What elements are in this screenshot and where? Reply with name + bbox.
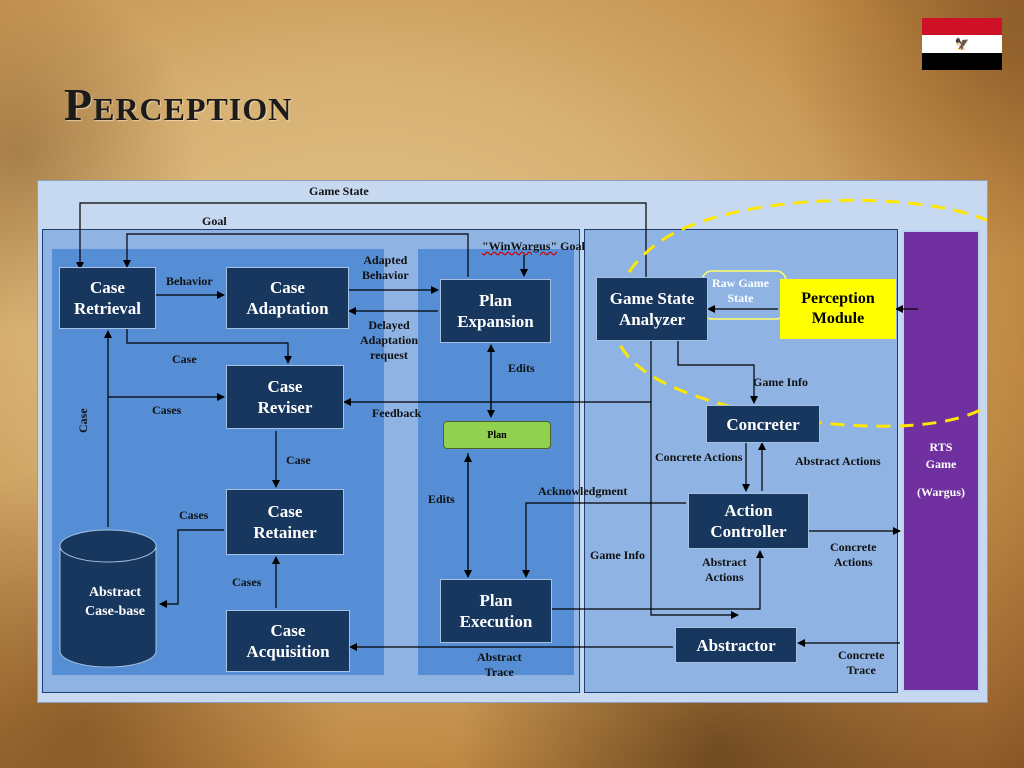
winwargus-goal-word: Goal [560,239,585,253]
case-vertical-label: Case [76,408,90,433]
concrete-actions-label-1: Concrete Actions [655,450,743,464]
action-controller-box: Action Controller [688,493,809,549]
game-info-label-2: Game Info [590,548,645,562]
abstract-actions-label-1: Abstract Actions [795,454,881,468]
case-reviser-box: Case Reviser [226,365,344,429]
abstract-case-base-cylinder [59,529,157,668]
flag-red-stripe [922,18,1002,36]
game-state-label: Game State [309,184,369,198]
slide-title: Perception [64,79,293,130]
flag-black-stripe [922,52,1002,70]
connections [59,198,987,668]
goal-line [123,233,469,277]
game-state-analyzer-label: Game State Analyzer [609,289,695,329]
game-state-line [76,202,647,277]
action-controller-label: Action Controller [710,501,787,541]
abstract-trace-label: Abstract Trace [477,650,522,679]
acknowledgment-label: Acknowledgment [538,484,628,498]
case-label-2: Case [286,453,311,467]
raw-game-state-label: Raw Game State [712,276,769,305]
acknowledgment-line [522,502,686,578]
cases-label-2: Cases [179,508,209,522]
case-retrieval-label: Case Retrieval [73,278,142,318]
cases-label-3: Cases [232,575,262,589]
concrete-actions-label-2: Concrete Actions [830,540,877,569]
case-retainer-box: Case Retainer [226,489,344,555]
cases-line-2 [159,529,224,608]
eagle-icon: 🦅 [954,36,970,51]
case-adaptation-label: Case Adaptation [246,278,329,318]
concreter-label: Concreter [726,414,800,434]
abstractor-box: Abstractor [675,627,797,663]
abstract-actions-label-2: Abstract Actions [702,555,747,584]
perception-module-label: Perception Module [801,290,875,327]
case-line-1 [126,329,292,364]
flag-white-stripe: 🦅 [922,35,1002,53]
behavior-label: Behavior [166,274,213,288]
plan-label: Plan [487,429,507,441]
architecture-diagram: Case Retrieval Case Adaptation Plan Expa… [37,180,988,703]
goal-label: Goal [202,214,227,228]
plan-execution-label: Plan Execution [459,591,533,631]
concreter-box: Concreter [706,405,820,443]
feedback-label: Feedback [372,406,422,420]
case-retrieval-box: Case Retrieval [59,267,156,329]
game-info-label-1: Game Info [753,375,808,389]
case-acquisition-label: Case Acquisition [246,621,330,661]
case-acquisition-box: Case Acquisition [226,610,350,672]
game-state-analyzer-box: Game State Analyzer [596,277,708,341]
edits-label-1: Edits [508,361,535,375]
egypt-flag: 🦅 [922,18,1002,70]
case-label-1: Case [172,352,197,366]
rts-game-label: RTS Game [925,440,957,471]
case-reviser-label: Case Reviser [257,377,313,417]
winwargus-goal-label: "WinWargus" Goal [482,239,585,254]
plan-node: Plan [443,421,551,449]
case-adaptation-box: Case Adaptation [226,267,349,329]
adapted-behavior-label: Adapted Behavior [362,253,409,282]
edits-label-2: Edits [428,492,455,506]
rts-game-panel [902,230,980,692]
perception-module-box: Perception Module [780,279,896,339]
game-info-line-1 [677,341,758,404]
plan-expansion-label: Plan Expansion [457,291,534,331]
concrete-trace-label: Concrete Trace [838,648,885,677]
delayed-adaptation-label: Delayed Adaptation request [360,318,419,362]
game-info-line-2 [650,341,739,619]
abstractor-label: Abstractor [696,635,776,655]
winwargus-quote-label: "WinWargus" [482,239,558,253]
plan-expansion-box: Plan Expansion [440,279,551,343]
abstract-actions-line-2 [552,550,764,610]
abstract-case-base-label: Abstract Case-base [85,585,145,619]
cases-label-1: Cases [152,403,182,417]
plan-execution-box: Plan Execution [440,579,552,643]
perception-highlight-ellipse [612,198,987,428]
wargus-label: (Wargus) [917,485,965,499]
case-retainer-label: Case Retainer [253,502,317,542]
